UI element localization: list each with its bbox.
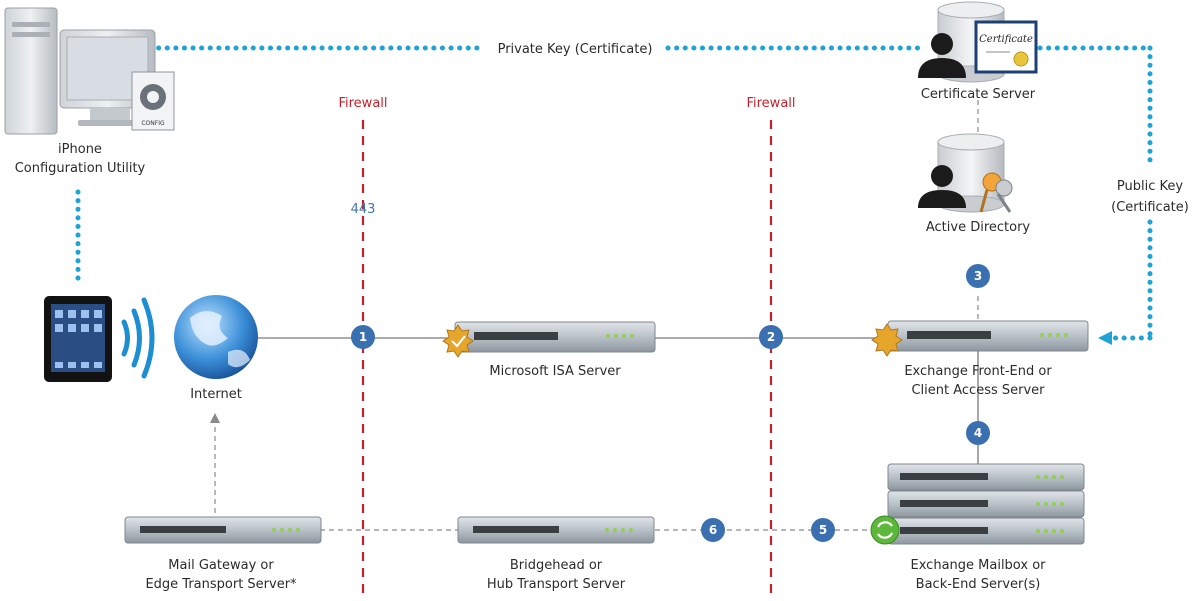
firewall-label-right: Firewall xyxy=(746,96,795,111)
isa-server-rack xyxy=(454,321,656,353)
public-key-label-2: (Certificate) xyxy=(1111,200,1189,215)
step-badge-1: 1 xyxy=(351,325,375,349)
svg-text:6: 6 xyxy=(709,523,717,537)
connectors xyxy=(258,337,979,468)
certificate-seal-icon xyxy=(871,323,903,357)
exchange-front-end-label-2: Client Access Server xyxy=(911,383,1045,398)
mail-gateway-label: Mail Gateway or xyxy=(168,558,274,573)
arrow-left-icon xyxy=(1098,331,1112,345)
step-badge-6: 6 xyxy=(701,518,725,542)
bridgehead-label-2: Hub Transport Server xyxy=(487,577,626,592)
step-badge-5: 5 xyxy=(811,518,835,542)
arrow-up-icon xyxy=(210,413,220,423)
public-key-label: Public Key xyxy=(1117,179,1183,194)
bridgehead-label: Bridgehead or xyxy=(510,558,603,573)
svg-text:5: 5 xyxy=(819,523,827,537)
step-badge-2: 2 xyxy=(759,325,783,349)
private-key-label: Private Key (Certificate) xyxy=(498,42,653,57)
svg-text:3: 3 xyxy=(974,269,982,283)
firewall-label-left: Firewall xyxy=(338,96,387,111)
svg-text:4: 4 xyxy=(974,426,982,440)
globe-icon xyxy=(174,295,258,379)
certificate-seal-icon xyxy=(442,324,474,358)
iphone-utility-label: iPhone xyxy=(58,142,102,157)
desktop-computer-icon xyxy=(4,7,156,135)
mail-gateway-rack xyxy=(124,516,322,544)
mailbox-server-stack xyxy=(887,463,1085,545)
internet-label: Internet xyxy=(190,387,242,402)
dashed-connectors xyxy=(214,100,979,531)
exchange-front-end-label: Exchange Front-End or xyxy=(904,364,1052,379)
step-badge-4: 4 xyxy=(966,421,990,445)
active-directory-label: Active Directory xyxy=(926,220,1031,235)
certificate-badge-text: Certificate xyxy=(979,34,1033,45)
svg-text:1: 1 xyxy=(359,330,367,344)
isa-server-label: Microsoft ISA Server xyxy=(489,364,621,379)
iphone-utility-label-2: Configuration Utility xyxy=(15,161,146,176)
certificate-server-label: Certificate Server xyxy=(921,87,1036,102)
sync-icon xyxy=(870,515,900,545)
ipad-icon xyxy=(44,296,112,382)
key-paths xyxy=(75,45,1153,341)
exchange-mailbox-label: Exchange Mailbox or xyxy=(911,558,1047,573)
front-end-server-rack xyxy=(887,320,1089,352)
keys-icon xyxy=(979,172,1013,213)
config-gear-icon: CONFIG xyxy=(131,71,175,131)
certificate-icon: Certificate xyxy=(974,20,1038,74)
step-badge-3: 3 xyxy=(966,264,990,288)
exchange-mailbox-label-2: Back-End Server(s) xyxy=(916,577,1041,592)
port-label: 443 xyxy=(351,202,376,217)
mail-gateway-label-2: Edge Transport Server* xyxy=(145,577,297,592)
config-badge-text: CONFIG xyxy=(141,120,165,127)
bridgehead-rack xyxy=(457,516,655,544)
wifi-icon xyxy=(121,297,155,379)
svg-text:2: 2 xyxy=(767,330,775,344)
